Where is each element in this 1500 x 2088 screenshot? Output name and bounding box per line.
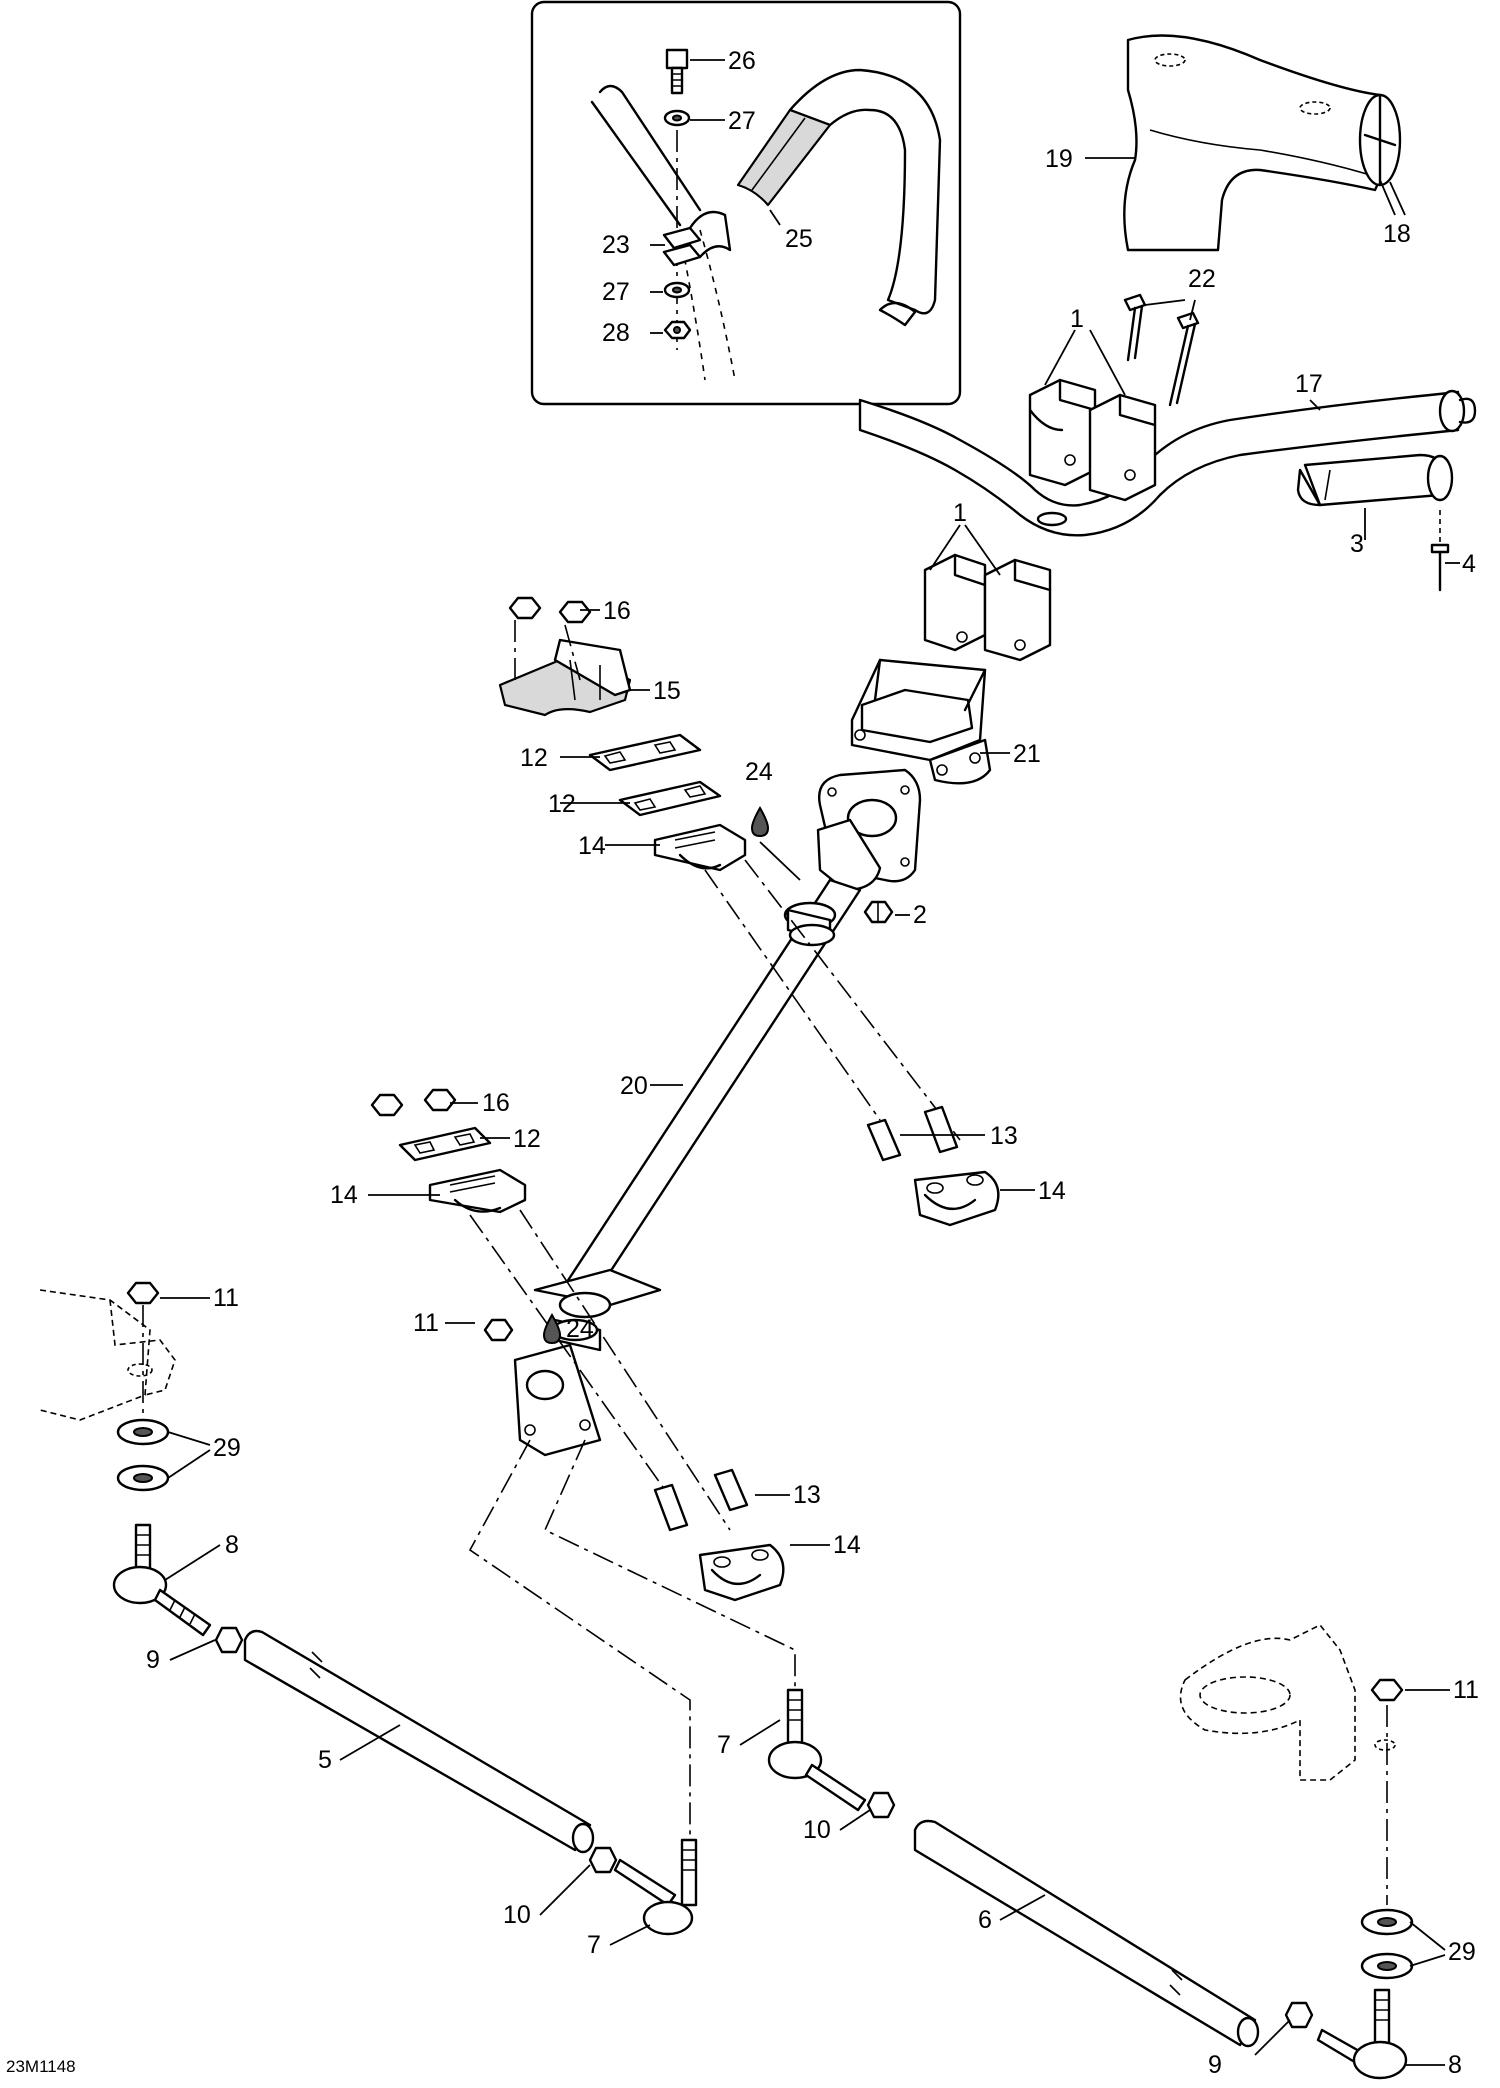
callout-6: 6 bbox=[978, 1906, 992, 1934]
callout-17: 17 bbox=[1295, 370, 1323, 398]
tie-rod-assembly bbox=[39, 1281, 1414, 2080]
grease-drop-icon bbox=[750, 805, 770, 838]
callout-13: 13 bbox=[793, 1481, 821, 1509]
callout-22: 22 bbox=[1188, 265, 1216, 293]
callout-27: 27 bbox=[602, 278, 630, 306]
callout-11: 11 bbox=[413, 1309, 439, 1337]
callout-23: 23 bbox=[602, 231, 630, 259]
callout-3: 3 bbox=[1350, 530, 1364, 558]
callout-1: 1 bbox=[953, 499, 967, 527]
callout-14: 14 bbox=[833, 1531, 861, 1559]
callout-18: 18 bbox=[1383, 220, 1411, 248]
callout-29: 29 bbox=[1448, 1938, 1476, 1966]
callout-9: 9 bbox=[1208, 2051, 1222, 2079]
callout-13: 13 bbox=[990, 1122, 1018, 1150]
callout-24: 24 bbox=[745, 758, 773, 786]
callout-2: 2 bbox=[913, 901, 927, 929]
callout-9: 9 bbox=[146, 1646, 160, 1674]
callout-24: 24 bbox=[566, 1315, 594, 1343]
callout-21: 21 bbox=[1013, 740, 1041, 768]
callout-8: 8 bbox=[1448, 2051, 1462, 2079]
callout-10: 10 bbox=[503, 1901, 531, 1929]
callout-11: 11 bbox=[213, 1284, 239, 1312]
drawing-code: 23M1148 bbox=[6, 2057, 76, 2076]
callout-11: 11 bbox=[1453, 1676, 1479, 1704]
callout-25: 25 bbox=[785, 225, 813, 253]
callout-12: 12 bbox=[520, 744, 548, 772]
callout-16: 16 bbox=[482, 1089, 510, 1117]
callout-28: 28 bbox=[602, 319, 630, 347]
lower-support-parts bbox=[370, 1088, 785, 1602]
callout-10: 10 bbox=[803, 1816, 831, 1844]
callout-29: 29 bbox=[213, 1434, 241, 1462]
riser-block bbox=[850, 658, 992, 785]
inset-detail bbox=[530, 0, 962, 406]
handlebar bbox=[858, 389, 1477, 592]
callout-16: 16 bbox=[603, 597, 631, 625]
grease-drop-icon bbox=[542, 1312, 562, 1345]
callout-7: 7 bbox=[717, 1731, 731, 1759]
callout-15: 15 bbox=[653, 677, 681, 705]
leader-lines bbox=[160, 59, 1460, 2066]
callout-4: 4 bbox=[1462, 550, 1476, 578]
callout-27: 27 bbox=[728, 107, 756, 135]
callout-12: 12 bbox=[548, 790, 576, 818]
upper-support-parts bbox=[498, 596, 1000, 1227]
callout-14: 14 bbox=[1038, 1177, 1066, 1205]
callout-14: 14 bbox=[330, 1181, 358, 1209]
callout-7: 7 bbox=[587, 1931, 601, 1959]
callout-26: 26 bbox=[728, 47, 756, 75]
callout-8: 8 bbox=[225, 1531, 239, 1559]
callout-14: 14 bbox=[578, 832, 606, 860]
callout-1: 1 bbox=[1070, 305, 1084, 333]
callout-19: 19 bbox=[1045, 145, 1073, 173]
callout-5: 5 bbox=[318, 1746, 332, 1774]
callout-labels: 26 27 23 27 28 25 19 18 22 1 17 1 3 4 16… bbox=[6, 47, 1479, 2079]
steering-column bbox=[483, 768, 922, 1457]
callout-12: 12 bbox=[513, 1125, 541, 1153]
handlebar-clamps bbox=[923, 293, 1200, 662]
callout-20: 20 bbox=[620, 1072, 648, 1100]
grip-cover bbox=[1123, 34, 1402, 252]
